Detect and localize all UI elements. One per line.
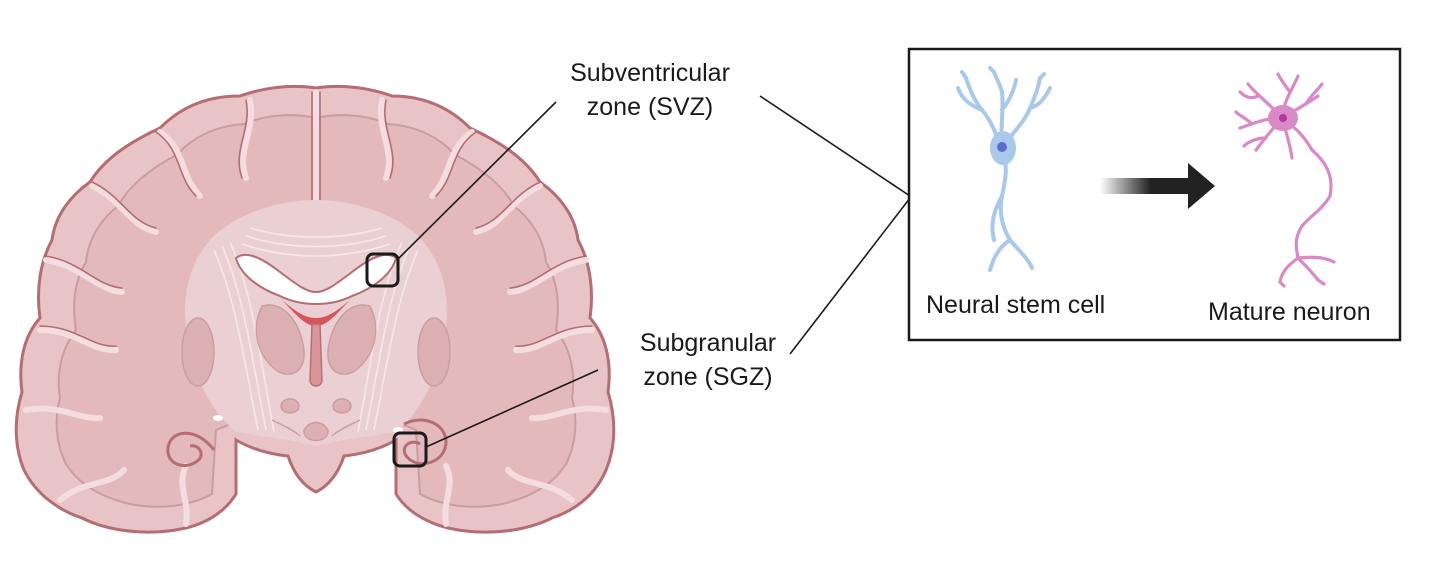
mature-neuron-label: Mature neuron — [1208, 298, 1371, 326]
sgz-highlight-box — [392, 431, 428, 468]
brain-coronal-section — [14, 84, 616, 534]
lateral-ventricle — [234, 253, 398, 306]
neural-stem-cell-label: Neural stem cell — [926, 291, 1106, 319]
transition-arrow-shaft — [1100, 178, 1192, 194]
stem-cell-nucleus — [997, 142, 1007, 152]
svz-leader-line — [396, 101, 557, 261]
sgz-leader-line — [425, 369, 599, 448]
cortical-folds — [23, 89, 609, 527]
hippocampus-left — [166, 431, 216, 467]
hippocampus-right — [402, 418, 448, 466]
svz-label-line1: Subventricular — [570, 59, 730, 87]
inset-leader-bottom — [789, 197, 911, 355]
svz-label-line2: zone (SVZ) — [586, 93, 714, 121]
inset-leader-top — [759, 95, 911, 197]
svz-highlight-box — [365, 252, 400, 288]
third-ventricle — [309, 323, 323, 387]
white-spot-left — [213, 415, 223, 421]
transition-arrow-head — [1188, 163, 1215, 209]
deep-nuclei — [181, 304, 451, 442]
choroid-plexus — [282, 300, 350, 326]
sgz-label-line2: zone (SGZ) — [643, 363, 773, 391]
sgz-label-line1: Subgranular — [639, 329, 777, 357]
neuron-nucleus — [1279, 114, 1287, 122]
svz-label: Subventricular zone (SVZ) — [548, 56, 752, 124]
sgz-label: Subgranular zone (SGZ) — [618, 326, 798, 394]
